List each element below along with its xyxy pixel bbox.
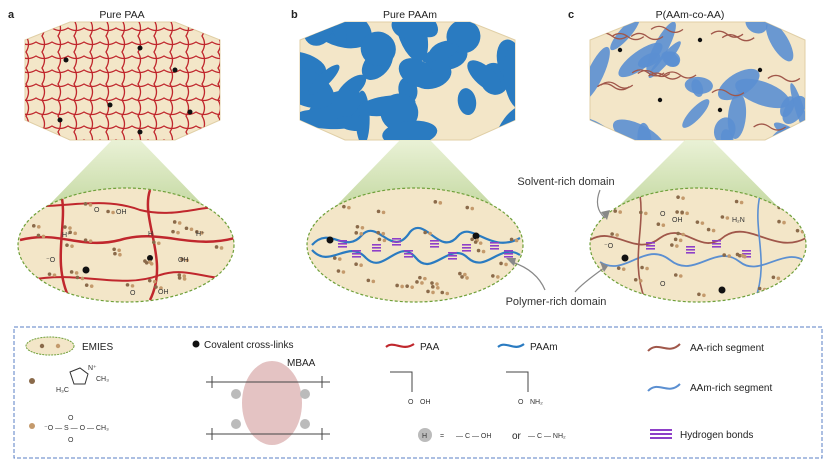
panel-letter-c: c — [568, 9, 574, 21]
legend-crosslinks: Covalent cross-links — [192, 340, 293, 351]
legend-emim-cation: H₃C N⁺ CH₃ — [29, 365, 109, 394]
legend-paa-label: PAA — [420, 342, 440, 353]
svg-text:⁻O: ⁻O — [604, 243, 614, 250]
svg-text:⁻O: ⁻O — [46, 257, 56, 264]
legend-paam-label: PAAm — [530, 342, 558, 353]
svg-text:O: O — [660, 281, 666, 288]
svg-text:OH: OH — [672, 217, 683, 224]
svg-text:H: H — [422, 433, 427, 440]
legend-mbaa: MBAA — [206, 358, 330, 445]
legend-h-group-definition: H = — C — OH or — C — NH₂ — [418, 428, 566, 442]
paa-zoom-content — [19, 189, 234, 301]
legend-aam-rich-label: AAm-rich segment — [690, 383, 772, 394]
solvent-rich-domain-label: Solvent-rich domain — [517, 176, 614, 188]
svg-text:=: = — [440, 433, 444, 440]
paa-gel-block — [24, 21, 221, 141]
svg-text:OH: OH — [158, 289, 169, 296]
svg-text:H⁺: H⁺ — [62, 232, 71, 239]
zoom-ellipse-c — [589, 187, 807, 303]
svg-text:O: O — [94, 207, 100, 214]
svg-text:NH₂: NH₂ — [530, 399, 543, 406]
paa-network-mesh — [25, 22, 220, 140]
svg-text:O: O — [68, 415, 74, 422]
svg-text:H₂N: H₂N — [732, 217, 745, 224]
legend-box — [13, 326, 823, 459]
legend-emies-label: EMIES — [82, 342, 113, 353]
paam-polymer-blobs — [300, 22, 515, 140]
paam-zoom-content — [311, 200, 521, 296]
panel-title-c: P(AAm-co-AA) — [656, 9, 725, 21]
svg-text:N⁺: N⁺ — [88, 365, 97, 372]
svg-text:O: O — [408, 399, 414, 406]
legend-hydrogen-bonds: Hydrogen bonds — [650, 429, 753, 441]
legend-aa-rich: AA-rich segment — [647, 343, 764, 354]
paam-gel-block — [299, 21, 516, 141]
solvent-arrow — [596, 189, 606, 219]
polymer-arrow-left — [511, 261, 546, 291]
svg-text:O: O — [660, 211, 666, 218]
copolymer-chem-labels: O OH H₂N ⁻O O — [604, 211, 745, 288]
svg-text:H: H — [148, 231, 153, 238]
panel-title-a: Pure PAA — [99, 9, 144, 21]
paa-chem-labels: O OH H⁺ H H⁺ ⁻O OH O OH — [46, 207, 205, 297]
copolymer-gel-block — [589, 21, 806, 141]
svg-text:O: O — [68, 437, 74, 444]
polymer-rich-domain-label: Polymer-rich domain — [506, 296, 607, 308]
solvent-arrow-head — [601, 210, 610, 220]
paam-hydrogen-bonds — [338, 238, 513, 260]
svg-text:CH₃: CH₃ — [96, 376, 109, 383]
legend-crosslinks-label: Covalent cross-links — [204, 340, 293, 351]
zoom-ellipse-b — [306, 187, 524, 303]
svg-text:— C — NH₂: — C — NH₂ — [528, 433, 566, 440]
legend-or-label: or — [512, 431, 522, 442]
svg-text:OH: OH — [116, 209, 127, 216]
svg-text:⁻O — S — O — CH₃: ⁻O — S — O — CH₃ — [44, 425, 109, 432]
panel-b-heading: b Pure PAAm — [291, 9, 437, 21]
svg-text:H⁺: H⁺ — [196, 231, 205, 238]
svg-text:O: O — [518, 399, 524, 406]
legend-aam-rich: AAm-rich segment — [647, 383, 772, 394]
panel-c-heading: c P(AAm-co-AA) — [568, 9, 724, 21]
legend-mbaa-label: MBAA — [287, 358, 316, 369]
legend-paam: PAAm O NH₂ — [497, 342, 558, 406]
legend-paa: PAA O OH — [385, 342, 440, 406]
legend-aa-rich-label: AA-rich segment — [690, 343, 764, 354]
copolymer-network — [590, 22, 805, 140]
polymer-arrow-right — [574, 267, 605, 293]
legend-emies: EMIES — [25, 336, 113, 356]
panel-a-heading: a Pure PAA — [8, 9, 145, 21]
legend-hbonds-label: Hydrogen bonds — [680, 430, 753, 441]
svg-text:OH: OH — [178, 257, 189, 264]
panel-letter-a: a — [8, 9, 15, 21]
svg-text:OH: OH — [420, 399, 431, 406]
panel-title-b: Pure PAAm — [383, 9, 437, 21]
svg-text:O: O — [130, 290, 136, 297]
svg-text:— C — OH: — C — OH — [456, 433, 491, 440]
panel-letter-b: b — [291, 9, 298, 21]
legend-es-anion: ⁻O — S — O — CH₃ O O — [29, 415, 109, 444]
svg-text:H₃C: H₃C — [56, 387, 69, 394]
